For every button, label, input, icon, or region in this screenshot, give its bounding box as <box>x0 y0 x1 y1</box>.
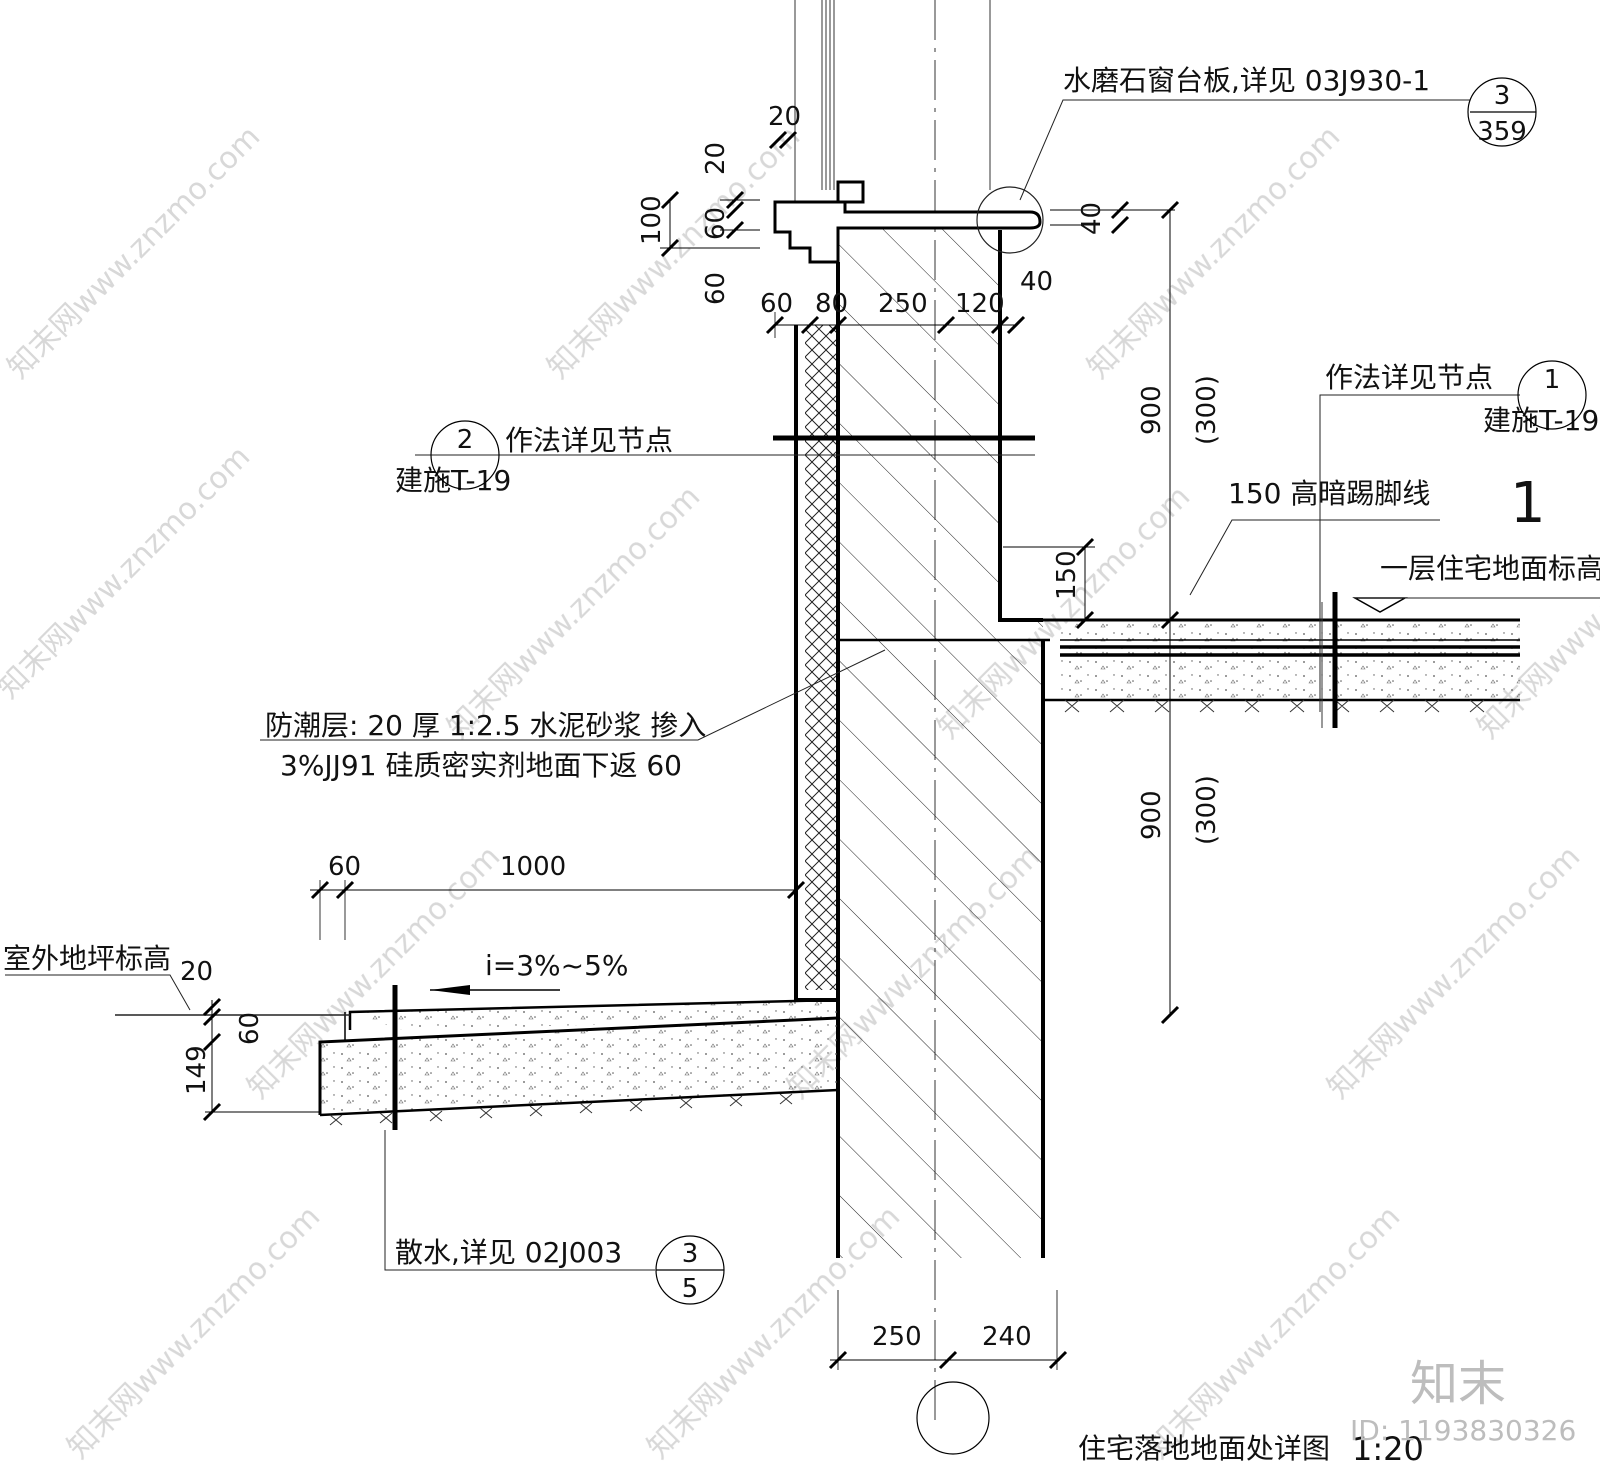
damp-proof-label-line2: 3%JJ91 硅质密实剂地面下返 60 <box>280 749 682 782</box>
dim-1000: 1000 <box>500 852 566 882</box>
detail-ref-label-left: 作法详见节点 <box>505 424 673 457</box>
watermark-text: 知末网www.znzmo.com <box>1081 119 1347 385</box>
id-text: ID: 1193830326 <box>1350 1414 1576 1447</box>
dim-20-outdoor: 20 <box>180 957 213 987</box>
drawing-scale: 1:20 <box>1352 1430 1424 1467</box>
reference-bubbles: 3 359 1 2 3 5 <box>430 77 1587 1455</box>
dimension-lines <box>202 130 1180 1370</box>
bubble-apron-top: 3 <box>682 1239 699 1269</box>
dim-149: 149 <box>182 1045 212 1095</box>
interior-floor <box>1043 592 1600 728</box>
dim-250-bottom: 250 <box>872 1322 922 1352</box>
dim-60-sill-low: 60 <box>701 272 731 305</box>
drawing-title: 住宅落地地面处详图 <box>1078 1432 1330 1465</box>
watermark-group: 知末网www.znzmo.com 知末网www.znzmo.com 知末网www… <box>0 119 1600 1465</box>
wall-section <box>773 225 1050 1258</box>
bubble-sill: 3 359 <box>1467 77 1537 147</box>
window-sill <box>773 180 1042 264</box>
dim-150: 150 <box>1052 550 1082 600</box>
drawing-ref-label-right: 建施T-19 <box>1483 404 1599 437</box>
detail-ref-label-right: 作法详见节点 <box>1325 361 1493 394</box>
slope-arrow: i=3%~5% <box>430 949 629 995</box>
skirting-label: 150 高暗踢脚线 <box>1228 477 1430 510</box>
bubble-sill-bottom: 359 <box>1477 117 1527 147</box>
bubble-apron: 3 5 <box>655 1235 725 1305</box>
dimension-labels: 20 20 100 60 60 60 80 250 120 40 40 900 … <box>180 102 1222 1352</box>
dim-240: 240 <box>982 1322 1032 1352</box>
slope-label: i=3%~5% <box>485 949 629 982</box>
bubble-apron-bottom: 5 <box>682 1274 699 1304</box>
drawing-ref-label-left: 建施T-19 <box>395 464 511 497</box>
dim-40-right: 40 <box>1077 202 1107 235</box>
floor-level-label: 一层住宅地面标高 <box>1380 552 1600 585</box>
leader-lines <box>5 99 1520 1271</box>
watermark-text: 知末网www.znzmo.com <box>0 439 257 705</box>
dim-80: 80 <box>815 289 848 319</box>
exterior-apron <box>115 985 839 1130</box>
dim-900-upper: 900 <box>1137 385 1167 435</box>
dim-40-sill: 40 <box>1020 267 1053 297</box>
bubble-sill-top: 3 <box>1494 81 1511 111</box>
outdoor-level-label: 室外地坪标高 <box>3 942 171 975</box>
brand-logo: 知末 <box>1410 1356 1506 1412</box>
axis-bubble <box>916 1381 990 1455</box>
watermark-text: 知末网www.znzmo.com <box>441 479 707 745</box>
dim-900-lower: 900 <box>1137 790 1167 840</box>
dim-300-lower: (300) <box>1192 775 1222 845</box>
bubble-node-2: 2 <box>430 420 500 490</box>
dim-60-apron: 60 <box>328 852 361 882</box>
dim-60-outdoor: 60 <box>235 1012 265 1045</box>
dim-20-top: 20 <box>768 102 801 132</box>
watermark-text: 知末网www.znzmo.com <box>541 119 807 385</box>
detail-circle <box>976 186 1044 254</box>
annotation-labels: 水磨石窗台板,详见 03J930-1 作法详见节点 建施T-19 作法详见节点 … <box>3 64 1600 1467</box>
watermark-text: 知末网www.znzmo.com <box>1 119 267 385</box>
dim-120: 120 <box>955 289 1005 319</box>
bubble-node-1: 1 <box>1517 360 1587 430</box>
dim-20-vertical: 20 <box>701 142 731 175</box>
watermark-text: 知末网www.znzmo.com <box>1321 839 1587 1105</box>
dim-250-top: 250 <box>878 289 928 319</box>
bubble-node-2-top: 2 <box>457 425 474 455</box>
damp-proof-label-line1: 防潮层: 20 厚 1:2.5 水泥砂浆 掺入 <box>265 709 706 742</box>
insulation-layer <box>805 325 838 990</box>
section-number: 1 <box>1510 471 1546 536</box>
dim-60: 60 <box>760 289 793 319</box>
dim-60-sill: 60 <box>701 207 731 240</box>
watermark-text: 知末网www.znzmo.com <box>61 1199 327 1465</box>
dim-100: 100 <box>637 195 667 245</box>
level-marker <box>1352 597 1408 613</box>
apron-label: 散水,详见 02J003 <box>395 1236 622 1269</box>
sill-board-label: 水磨石窗台板,详见 03J930-1 <box>1063 64 1430 97</box>
bubble-node-1-top: 1 <box>1544 365 1561 395</box>
dim-300-upper: (300) <box>1192 375 1222 445</box>
